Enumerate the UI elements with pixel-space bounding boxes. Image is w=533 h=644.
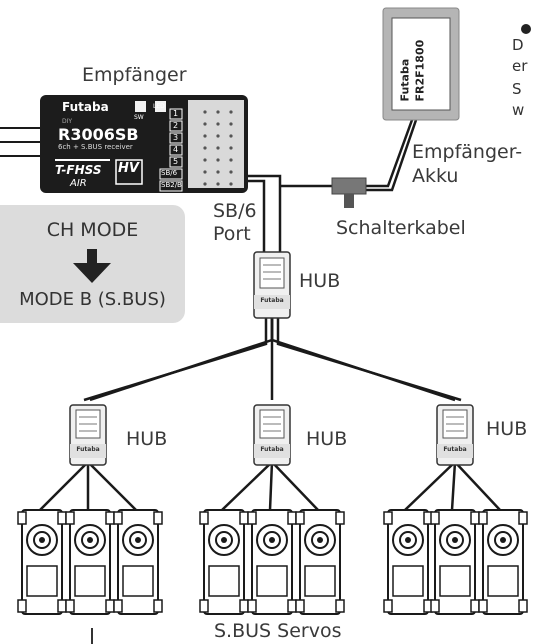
side-text-fragment: w <box>512 101 525 119</box>
bullet-icon <box>521 24 531 34</box>
side-text-fragment: S <box>512 80 522 98</box>
receiver-device <box>40 95 248 193</box>
switch-cable-label: Schalterkabel <box>336 217 466 239</box>
port-label-line1: SB/6 <box>213 200 257 222</box>
receiver-subtitle: 6ch + S.BUS receiver <box>58 143 133 151</box>
servo-icon <box>295 509 345 615</box>
hub-devices <box>69 251 474 466</box>
receiver-ch1: 1 <box>173 109 179 118</box>
receiver-ch5: 5 <box>173 157 179 166</box>
receiver-protocol: T-FHSS <box>55 163 102 177</box>
hub-tree-wires <box>39 318 501 511</box>
receiver-hv: HV <box>118 161 139 176</box>
servo-icon <box>383 509 433 615</box>
servos-label: S.BUS Servos <box>214 620 342 642</box>
battery-label-line2: Akku <box>412 165 459 187</box>
ch-mode-value: MODE B (S.BUS) <box>19 289 166 310</box>
receiver-ch2: 2 <box>173 121 179 130</box>
servo-icon <box>113 509 163 615</box>
receiver-brand: Futaba <box>62 100 109 114</box>
servo-icon <box>247 509 297 615</box>
receiver-label: Empfänger <box>82 64 187 86</box>
servo-group <box>17 509 528 615</box>
side-text-fragment: er <box>512 57 528 75</box>
servo-icon <box>17 509 67 615</box>
hub-label: HUB <box>299 270 341 292</box>
switch-cable-device <box>331 177 367 208</box>
receiver-ch4: 4 <box>173 145 179 154</box>
battery-label-line1: Empfänger- <box>412 141 523 163</box>
hub-label: HUB <box>306 428 348 450</box>
battery-brand: Futaba <box>398 58 412 102</box>
main-bus-wires <box>248 119 418 260</box>
side-text-fragment: D <box>512 36 524 54</box>
receiver-ch-sb6: SB/6 <box>161 169 178 177</box>
servo-icon <box>199 509 249 615</box>
receiver-input-wires <box>0 127 40 157</box>
hub-label: HUB <box>126 428 168 450</box>
hub-brand-label: Futaba <box>260 297 284 304</box>
receiver-ch-sb2b: SB2/B <box>161 181 182 189</box>
receiver-led-label: LED <box>153 103 165 110</box>
battery-device <box>382 7 460 121</box>
receiver-brand-sub: DIY <box>62 118 73 125</box>
hub-brand-label: Futaba <box>443 446 467 453</box>
ch-mode-title: CH MODE <box>46 219 139 241</box>
receiver-ch3: 3 <box>173 133 179 142</box>
ch-mode-box: CH MODE MODE B (S.BUS) <box>0 205 185 323</box>
port-label-line2: Port <box>213 223 251 245</box>
hub-label: HUB <box>486 418 528 440</box>
hub-brand-label: Futaba <box>76 446 100 453</box>
receiver-air: AIR <box>70 178 87 189</box>
servo-icon <box>478 509 528 615</box>
down-arrow-icon <box>73 249 111 283</box>
hub-brand-label: Futaba <box>260 446 284 453</box>
receiver-sw-label: SW <box>134 114 144 121</box>
battery-model: FR2F1800 <box>413 39 427 102</box>
servo-icon <box>65 509 115 615</box>
servo-icon <box>430 509 480 615</box>
receiver-model: R3006SB <box>58 125 139 144</box>
